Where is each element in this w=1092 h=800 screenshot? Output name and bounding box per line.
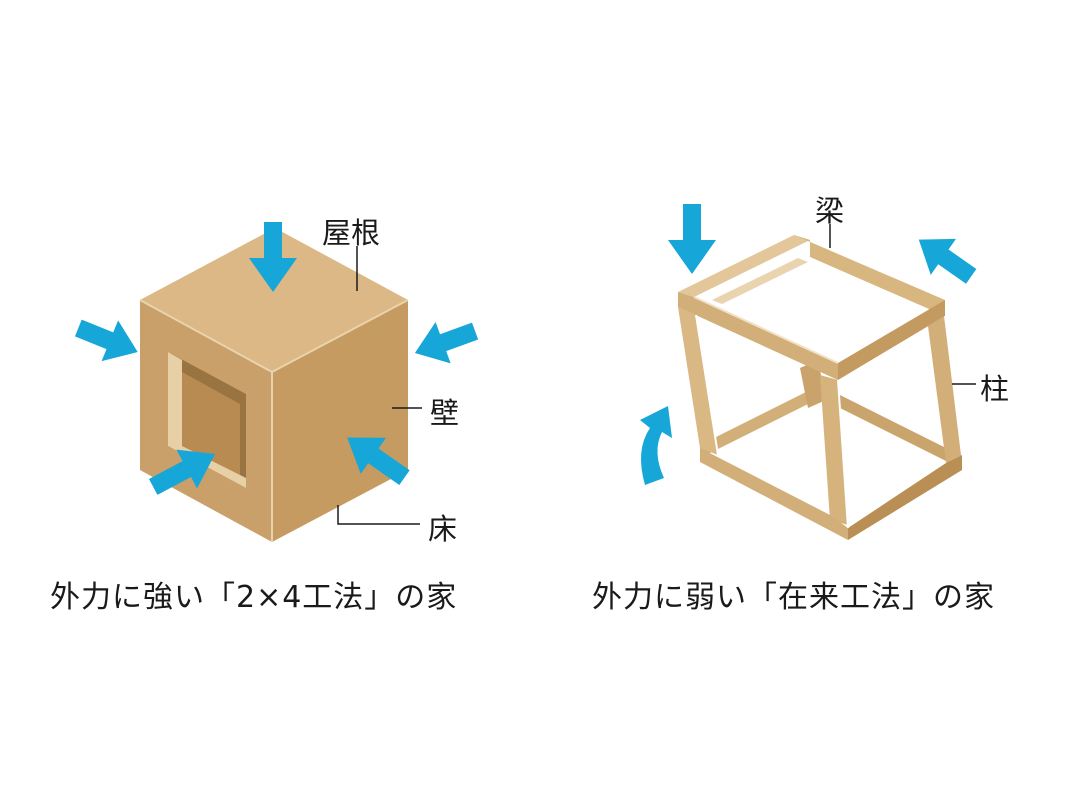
arrow-up-left-icon [918, 238, 977, 284]
arrow-right-icon [74, 319, 138, 362]
arrow-up-left-icon [347, 437, 410, 486]
pillar-right [928, 316, 962, 463]
post-beam-frame [678, 235, 963, 540]
arrow-down-icon [249, 222, 297, 292]
left-caption: 外力に強い「2×4工法」の家 [50, 580, 458, 615]
pillar-front-left [678, 307, 718, 455]
floor-beam-front-left [700, 448, 848, 540]
top-beam-back-left [678, 235, 810, 297]
right-caption: 外力に弱い「在来工法」の家 [592, 580, 995, 615]
pillar-back [800, 360, 826, 408]
arrow-up-right-icon [148, 449, 216, 495]
arrow-down-icon [668, 204, 716, 274]
floor-label: 床 [428, 512, 458, 546]
box-right-face [272, 300, 408, 542]
floor-beam-back-left [700, 385, 820, 458]
top-beam-front-right [838, 300, 945, 380]
window-inner [182, 372, 240, 478]
pillar-front-middle [820, 375, 848, 525]
arrow-left-icon [414, 322, 479, 364]
window-frame-edge [168, 352, 182, 446]
floor-leader-line [337, 505, 420, 525]
wall-label: 壁 [430, 396, 460, 430]
top-beam-front-left [678, 292, 838, 380]
beam-label: 梁 [815, 194, 845, 228]
floor-beam-back-right [820, 385, 950, 463]
top-beam-back-right [794, 235, 945, 316]
curved-arrow-icon [640, 406, 672, 485]
roof-label: 屋根 [322, 216, 381, 250]
floor-beam-front-right [848, 455, 962, 540]
pillar-label: 柱 [980, 372, 1010, 406]
